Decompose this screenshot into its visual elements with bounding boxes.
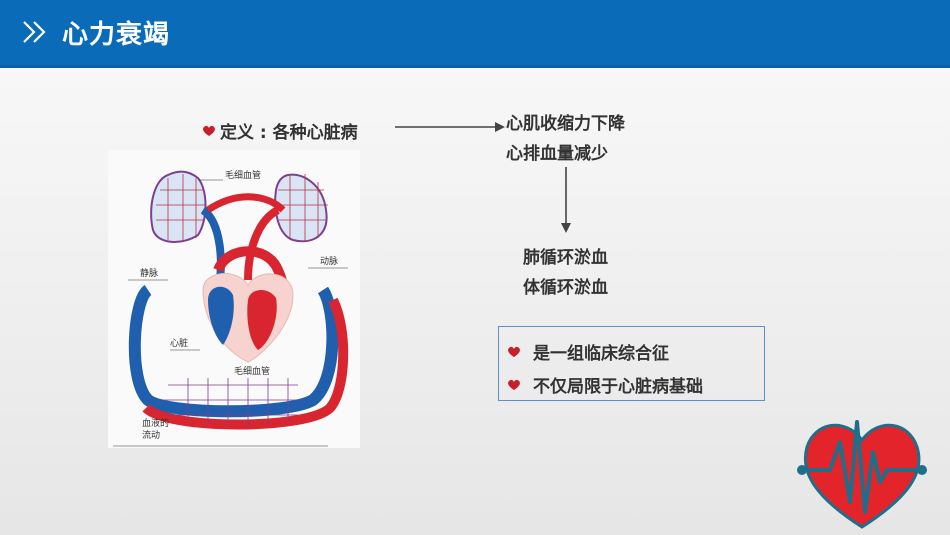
summary-item-text: 是一组临床综合征 [533,344,669,364]
circulation-diagram: 毛细血管 静脉 动脉 心脏 毛细血管 血液的 流动 [108,150,360,448]
arrow-down [561,167,571,233]
arrow-right [395,122,505,132]
definition: 定义 : 各种心脏病 [202,118,358,143]
label-artery: 动脉 [320,255,338,267]
effect-contractility: 心肌收缩力下降 [506,114,625,134]
heart-icon [203,125,215,136]
label-flow-2: 流动 [142,429,160,441]
label-vein: 静脉 [140,267,158,279]
summary-item: 是一组临床综合征 [507,339,669,364]
label-heart: 心脏 [170,337,188,349]
effect-output: 心排血量减少 [506,144,608,164]
effects-text: 心肌收缩力下降 心排血量减少 [506,109,625,169]
label-capillary-bottom: 毛细血管 [234,365,270,377]
summary-item: 不仅局限于心脏病基础 [507,372,703,397]
heart-icon [508,379,520,390]
label-capillary-top: 毛细血管 [225,169,261,181]
page-title: 心力衰竭 [62,20,171,50]
summary-item-text: 不仅局限于心脏病基础 [533,377,703,397]
definition-text: 定义 : 各种心脏病 [220,123,358,143]
summary-box: 是一组临床综合征 不仅局限于心脏病基础 [498,326,765,401]
congestion-text: 肺循环淤血 体循环淤血 [523,243,608,303]
pulmonary-congestion: 肺循环淤血 [523,248,608,268]
double-chevron-right-icon [23,21,46,43]
heartbeat-heart-icon [797,420,927,529]
title-bar: 心力衰竭 [0,0,950,68]
systemic-congestion: 体循环淤血 [523,278,608,298]
heart-icon [508,346,520,357]
label-flow-1: 血液的 [142,417,169,429]
